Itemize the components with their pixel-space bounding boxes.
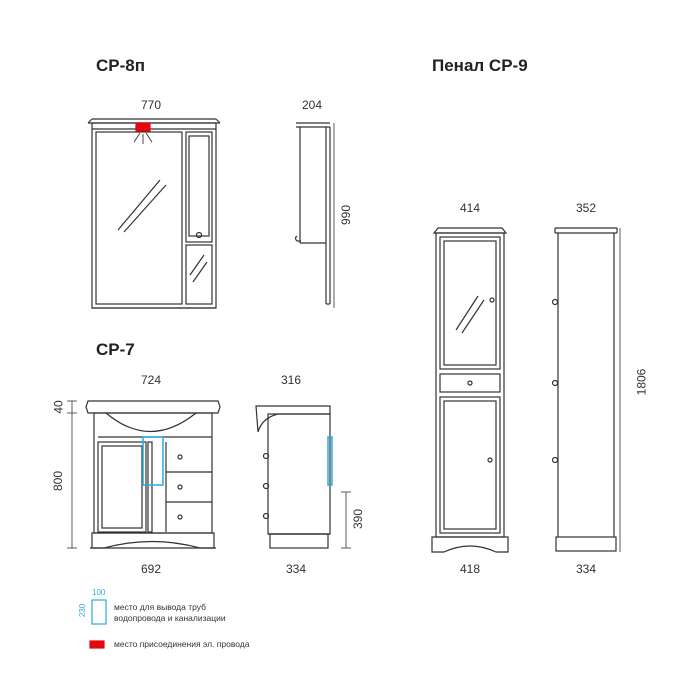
cp7-pipe-height-label: 390 <box>351 508 366 530</box>
cp7-width-bottom-label: 692 <box>141 562 162 576</box>
legend-pipe-height: 230 <box>78 603 88 618</box>
legend-pipe-text-line1: место для вывода труб <box>114 602 206 612</box>
penal-width-top-label: 414 <box>460 201 481 215</box>
legend-pipe-text-line2: водопровода и канализации <box>114 613 226 623</box>
penal-depth-top-label: 352 <box>576 201 597 215</box>
cp8p-depth-label: 204 <box>302 98 323 112</box>
pipe-zone-front <box>142 436 164 486</box>
cp7-top-thickness-label: 40 <box>51 400 66 414</box>
penal-depth-bottom-label: 334 <box>576 562 597 576</box>
dimension-lines <box>67 123 621 552</box>
power-point-marker <box>135 122 151 132</box>
legend-pipe-swatch <box>91 599 107 625</box>
penal-width-bottom-label: 418 <box>460 562 481 576</box>
cp7-depth-bottom-label: 334 <box>286 562 307 576</box>
legend-pipe-width: 100 <box>92 588 106 597</box>
cp7-front-view <box>85 400 221 549</box>
penal-title: Пенал СР-9 <box>432 56 528 75</box>
legend-power-text: место присоединения эл. провода <box>114 639 250 649</box>
cp7-width-top-label: 724 <box>141 373 162 387</box>
cp8p-title: СР-8п <box>96 56 145 75</box>
cp8p-width-label: 770 <box>141 98 162 112</box>
cp7-depth-top-label: 316 <box>281 373 302 387</box>
cp8p-side-view <box>294 122 331 305</box>
cp7-height-label: 800 <box>51 470 66 492</box>
cp7-side-view <box>255 405 331 549</box>
penal-side-view <box>551 227 618 552</box>
cp7-title: СР-7 <box>96 340 135 359</box>
cp8p-height-label: 990 <box>339 204 354 226</box>
pipe-zone-side <box>327 436 333 486</box>
penal-front-view <box>431 227 509 553</box>
penal-height-label: 1806 <box>634 368 649 396</box>
cp8p-front-view <box>87 118 221 309</box>
legend-power-swatch <box>89 640 105 649</box>
